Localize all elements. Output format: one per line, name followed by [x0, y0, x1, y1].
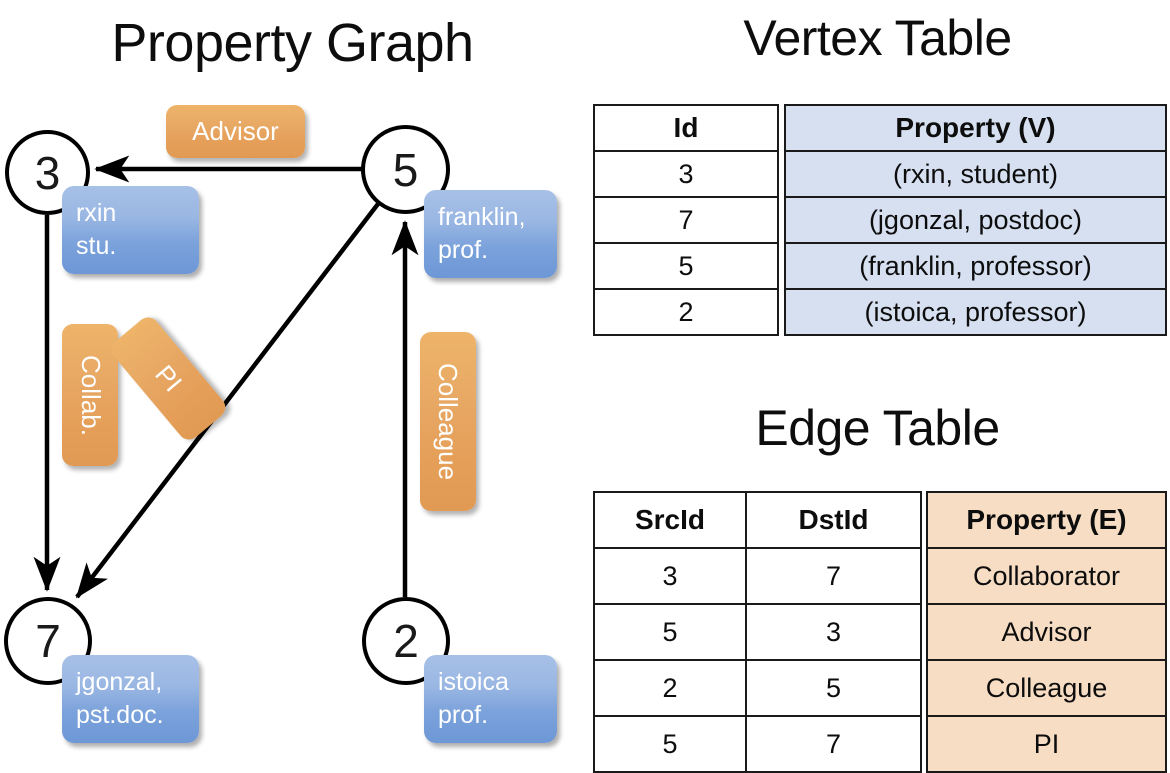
page-title-vertex-table: Vertex Table — [743, 10, 1012, 66]
vertex-table-column-gap — [778, 243, 785, 289]
vertex-table: Id Property (V) 3 (rxin, student) 7 (jgo… — [593, 104, 1167, 336]
vertex-table-cell-id: 5 — [593, 242, 779, 290]
graph-node-2-property-line2: prof. — [438, 701, 489, 729]
edge-table-cell-dst: 3 — [745, 603, 922, 661]
edge-table-cell-src: 5 — [593, 603, 747, 661]
graph-node-5-label: 5 — [392, 143, 419, 196]
edge-table-cell-property: Advisor — [926, 603, 1167, 661]
graph-node-2-property-line1: istoica — [438, 668, 509, 696]
vertex-table-cell-property: (franklin, professor) — [784, 242, 1167, 290]
graph-node-5-property-line1: franklin, — [438, 203, 526, 231]
vertex-table-cell-property: (rxin, student) — [784, 150, 1167, 198]
vertex-table-cell-property: (istoica, professor) — [784, 288, 1167, 336]
edge-table-cell-dst: 7 — [745, 547, 922, 605]
graph-edge-label-pi-text: PI — [149, 359, 189, 398]
graph-edges-layer — [33, 155, 419, 599]
table-row: 7 (jgonzal, postdoc) — [593, 196, 1167, 244]
vertex-table-cell-property: (jgonzal, postdoc) — [784, 196, 1167, 244]
graph-edge-label-collab[interactable]: Collab. — [62, 324, 118, 466]
edge-table-header-dstid: DstId — [745, 491, 922, 549]
table-row: 5 (franklin, professor) — [593, 242, 1167, 290]
table-row: 2 (istoica, professor) — [593, 288, 1167, 336]
edge-table: SrcId DstId Property (E) 3 7 Collaborato… — [593, 491, 1167, 773]
graph-node-5-property-line2: prof. — [438, 236, 489, 264]
graph-node-7-label: 7 — [35, 615, 61, 667]
vertex-table-column-gap — [778, 151, 785, 197]
edge-table-cell-src: 3 — [593, 547, 747, 605]
graph-node-7-property-line1: jgonzal, — [76, 668, 163, 696]
graph-node-2-label: 2 — [393, 615, 419, 667]
vertex-table-column-gap — [778, 105, 785, 151]
page-title-property-graph: Property Graph — [111, 13, 474, 73]
edge-table-cell-src: 5 — [593, 715, 747, 773]
edge-table-cell-dst: 7 — [745, 715, 922, 773]
graph-edge-label-colleague[interactable]: Colleague — [420, 332, 476, 511]
graph-edge-label-colleague-text: Colleague — [433, 362, 464, 481]
table-row: 5 3 Advisor — [593, 603, 1167, 661]
edge-table-header-srcid: SrcId — [593, 491, 747, 549]
graph-edge-label-advisor-text: Advisor — [192, 116, 279, 146]
table-row: 3 7 Collaborator — [593, 547, 1167, 605]
edge-table-cell-property: Colleague — [926, 659, 1167, 717]
graph-node-7-property-line2: pst.doc. — [76, 701, 164, 729]
table-row: 3 (rxin, student) — [593, 150, 1167, 198]
graph-edge-pi — [75, 198, 383, 599]
graph-node-3-property-line1: rxin — [76, 199, 117, 227]
page-title-edge-table: Edge Table — [755, 400, 1000, 456]
table-row: 2 5 Colleague — [593, 659, 1167, 717]
vertex-table-header-property: Property (V) — [784, 104, 1167, 152]
vertex-table-cell-id: 3 — [593, 150, 779, 198]
graph-node-2[interactable]: 2 — [362, 597, 450, 685]
edge-table-cell-property: PI — [926, 715, 1167, 773]
graph-node-7-property-box[interactable]: jgonzal, pst.doc. — [62, 655, 199, 743]
vertex-table-header-id: Id — [593, 104, 779, 152]
graph-node-3-property-line2: stu. — [76, 232, 117, 260]
graph-node-2-property-box[interactable]: istoica prof. — [424, 655, 557, 743]
graph-node-3-property-box[interactable]: rxin stu. — [62, 186, 199, 274]
edge-table-header-row: SrcId DstId Property (E) — [593, 491, 1167, 549]
edge-table-cell-dst: 5 — [745, 659, 922, 717]
vertex-table-column-gap — [778, 197, 785, 243]
vertex-table-cell-id: 7 — [593, 196, 779, 244]
graph-node-5-property-box[interactable]: franklin, prof. — [424, 190, 557, 278]
graph-edge-label-collab-text: Collab. — [75, 354, 106, 436]
edge-table-cell-src: 2 — [593, 659, 747, 717]
vertex-table-header-row: Id Property (V) — [593, 104, 1167, 152]
vertex-table-cell-id: 2 — [593, 288, 779, 336]
edge-table-header-property: Property (E) — [926, 491, 1167, 549]
graph-edge-label-advisor[interactable]: Advisor — [166, 105, 305, 158]
graph-node-5[interactable]: 5 — [361, 125, 450, 214]
graph-node-3-label: 3 — [34, 146, 61, 199]
vertex-table-column-gap — [778, 289, 785, 335]
edge-table-cell-property: Collaborator — [926, 547, 1167, 605]
table-row: 5 7 PI — [593, 715, 1167, 773]
property-graph-diagram: 3 5 7 2 rxin stu. franklin, prof. jgonza… — [0, 0, 585, 760]
